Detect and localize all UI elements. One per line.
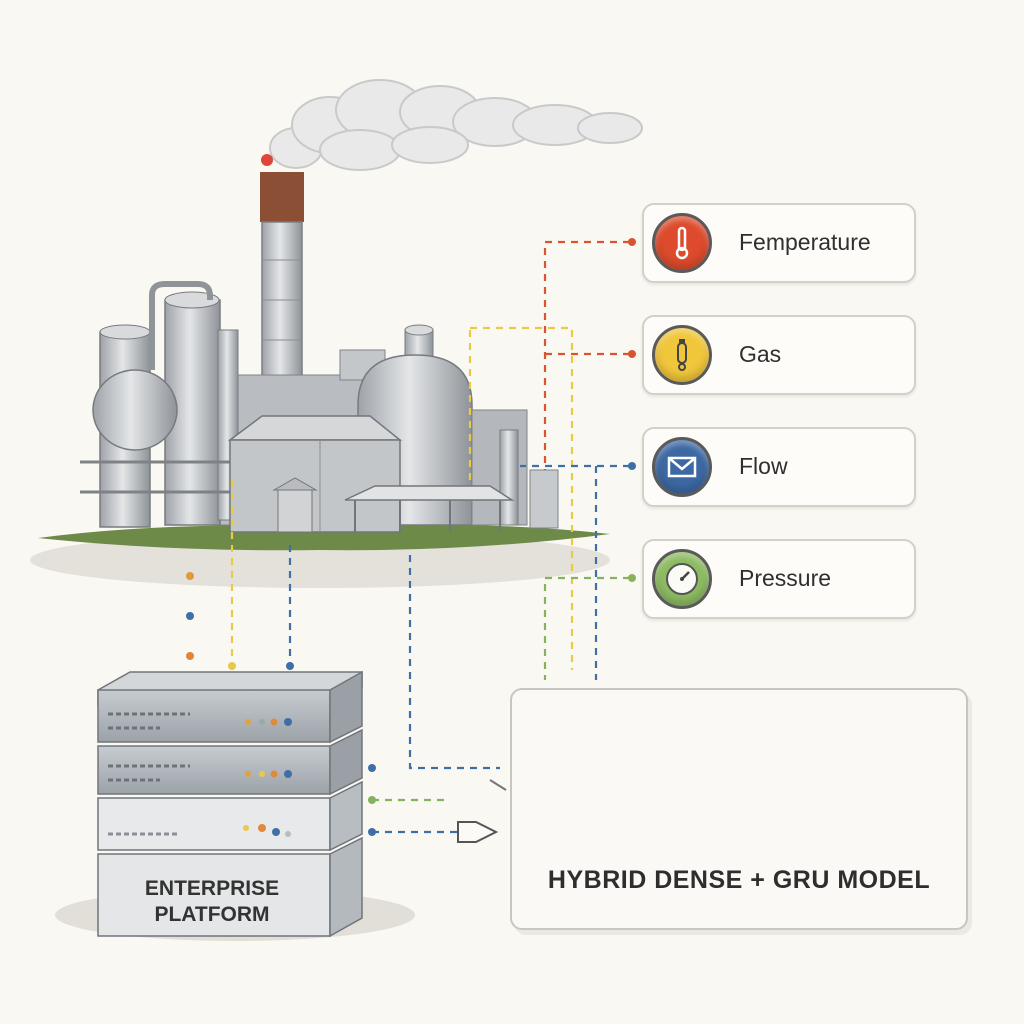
chimney-light (261, 154, 273, 166)
model-title: HYBRID DENSE + GRU MODEL (547, 866, 931, 894)
sensor-label: Flow (739, 453, 788, 479)
sensor-label: Pressure (739, 565, 832, 591)
temperature-connector (543, 240, 630, 470)
factory-illustration (30, 79, 643, 588)
spherical-tank-left (92, 369, 178, 451)
canopy-shed (344, 485, 515, 501)
gas-cylinder-icon (652, 325, 712, 385)
server-unit-3 (97, 797, 331, 851)
chimney-top (260, 172, 304, 222)
grass-base (38, 524, 610, 551)
server-stack (55, 670, 415, 941)
gauge-icon (652, 549, 712, 609)
chimney (261, 221, 303, 383)
data-connectors (230, 240, 630, 834)
connector-arrowheads (186, 238, 636, 843)
server-status-lights (243, 718, 292, 837)
front-warehouse (229, 439, 401, 533)
sensor-card-pressure[interactable]: Pressure (642, 539, 916, 619)
sensor-label: Gas (739, 341, 782, 367)
thermometer-icon (652, 213, 712, 273)
smoke-cloud (269, 79, 643, 171)
model-panel[interactable]: HYBRID DENSE + GRU MODEL (510, 688, 968, 930)
sensor-label: Femperature (739, 229, 871, 255)
sensor-card-flow[interactable]: Flow (642, 427, 916, 507)
arrow-to-model-icon (457, 821, 499, 843)
server-unit-1 (97, 689, 331, 743)
sensor-card-gas[interactable]: Gas (642, 315, 916, 395)
sensor-card-temperature[interactable]: Femperature (642, 203, 916, 283)
server-unit-2 (97, 745, 331, 795)
platform-label-line1: ENTERPRISE (144, 877, 280, 900)
pressure-connector (543, 576, 630, 680)
platform-label-line2: PLATFORM (154, 903, 270, 926)
envelope-icon (652, 437, 712, 497)
platform-label: ENTERPRISE PLATFORM (112, 876, 312, 928)
server-base (97, 853, 331, 937)
